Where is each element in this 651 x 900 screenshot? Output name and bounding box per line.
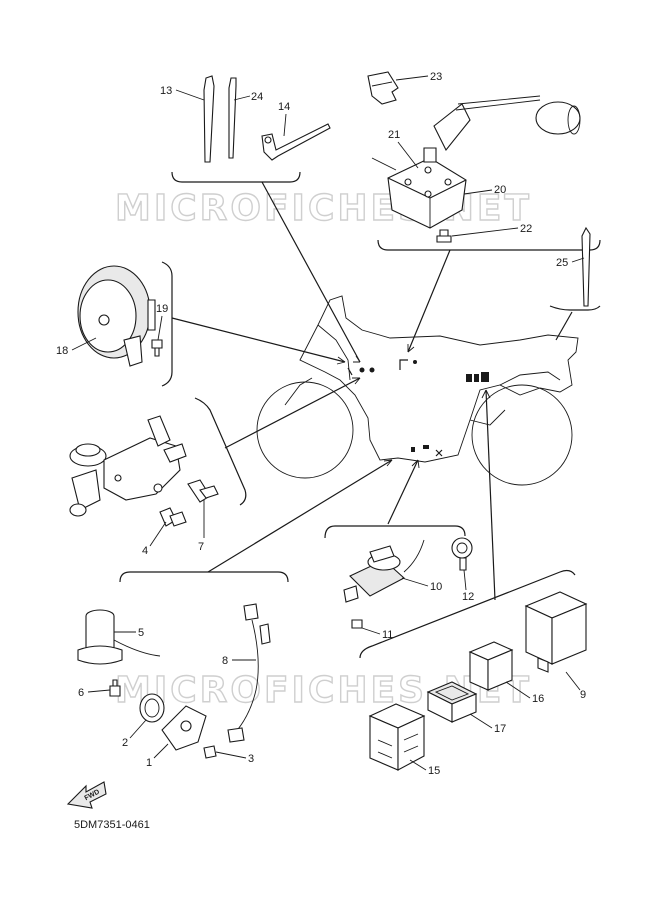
svg-text:3: 3 [248, 753, 254, 765]
svg-text:16: 16 [532, 693, 544, 705]
callout-10: 10 [401, 577, 442, 593]
part-cable-tie-13 [203, 75, 215, 163]
callout-3: 3 [215, 751, 254, 765]
svg-text:14: 14 [278, 101, 290, 113]
svg-text:10: 10 [430, 581, 442, 593]
callout-22: 22 [451, 223, 532, 237]
callout-20: 20 [463, 184, 506, 196]
callout-11: 11 [361, 627, 393, 641]
svg-text:1: 1 [146, 757, 152, 769]
bracket-1-8 [119, 459, 393, 583]
bracket-10-11-12 [324, 459, 466, 539]
part-fuel-pump-10 [343, 539, 425, 603]
svg-text:5: 5 [138, 627, 144, 639]
part-relay-16 [468, 641, 514, 691]
svg-text:11: 11 [382, 629, 393, 641]
svg-text:20: 20 [494, 184, 506, 196]
part-cable-tie-25 [581, 226, 591, 307]
callout-15: 15 [409, 759, 440, 777]
callout-7: 7 [198, 500, 205, 553]
part-bolt-11 [351, 619, 363, 629]
bracket-18-19 [161, 261, 346, 387]
svg-text:4: 4 [142, 545, 148, 557]
svg-text:17: 17 [494, 723, 506, 735]
motorcycle-outline [256, 295, 579, 486]
svg-text:24: 24 [251, 91, 263, 103]
callout-2: 2 [122, 719, 147, 749]
part-clamp-12 [451, 537, 473, 571]
svg-text:9: 9 [580, 689, 586, 701]
bracket-20-21-22 [377, 239, 601, 353]
part-bolt-6 [109, 679, 121, 697]
callout-13: 13 [160, 85, 205, 101]
callout-17: 17 [469, 713, 506, 735]
part-clamp-14 [261, 123, 331, 161]
bracket-13-24-14 [171, 171, 361, 363]
part-cap-23 [367, 71, 399, 105]
part-cable-tie-24 [228, 77, 237, 159]
part-gasket-2 [139, 693, 165, 723]
part-sensor-4 [159, 507, 187, 527]
callout-6: 6 [78, 687, 111, 699]
part-bolt-22 [436, 229, 452, 243]
svg-text:15: 15 [428, 765, 440, 777]
callout-14: 14 [278, 101, 290, 137]
svg-text:23: 23 [430, 71, 442, 83]
part-sensor-7 [187, 479, 219, 503]
svg-text:21: 21 [388, 129, 400, 141]
diagram-code: 5DM7351-0461 [74, 819, 150, 831]
callout-19: 19 [156, 303, 168, 341]
bracket-4-7 [194, 377, 361, 506]
part-horn-18 [77, 265, 156, 367]
part-solenoid-5 [77, 609, 161, 665]
callout-25: 25 [556, 257, 585, 269]
fwd-arrow: FWD [66, 781, 107, 809]
svg-text:22: 22 [520, 223, 532, 235]
bracket-25 [549, 305, 601, 341]
part-bolt-3 [203, 745, 217, 759]
callout-18: 18 [56, 337, 97, 357]
callout-23: 23 [395, 71, 442, 83]
part-relay-15 [368, 703, 426, 771]
svg-text:19: 19 [156, 303, 168, 315]
svg-text:7: 7 [198, 541, 204, 553]
callout-9: 9 [565, 671, 586, 701]
callout-4: 4 [142, 521, 167, 557]
part-sensor-1 [161, 705, 207, 751]
svg-text:25: 25 [556, 257, 568, 269]
part-thermostat-housing [69, 415, 187, 517]
part-relay-socket-17 [426, 681, 478, 723]
bracket-9-15-16-17 [359, 389, 576, 659]
svg-text:12: 12 [462, 591, 474, 603]
svg-text:8: 8 [222, 655, 228, 667]
svg-text:2: 2 [122, 737, 128, 749]
svg-text:13: 13 [160, 85, 172, 97]
part-bolt-19 [151, 339, 163, 357]
callout-24: 24 [233, 91, 263, 103]
callout-8: 8 [222, 655, 256, 667]
callout-21: 21 [388, 129, 419, 169]
watermark-top: MICROFICHES.NET [115, 188, 532, 229]
callout-12: 12 [462, 569, 474, 603]
part-relay-9 [524, 591, 588, 673]
part-wire-lead-8 [227, 603, 271, 743]
svg-text:18: 18 [56, 345, 68, 357]
callout-1: 1 [146, 743, 169, 769]
part-fuel-sender-20 [371, 95, 581, 229]
callout-5: 5 [114, 627, 144, 639]
svg-text:6: 6 [78, 687, 84, 699]
callout-16: 16 [505, 681, 544, 705]
